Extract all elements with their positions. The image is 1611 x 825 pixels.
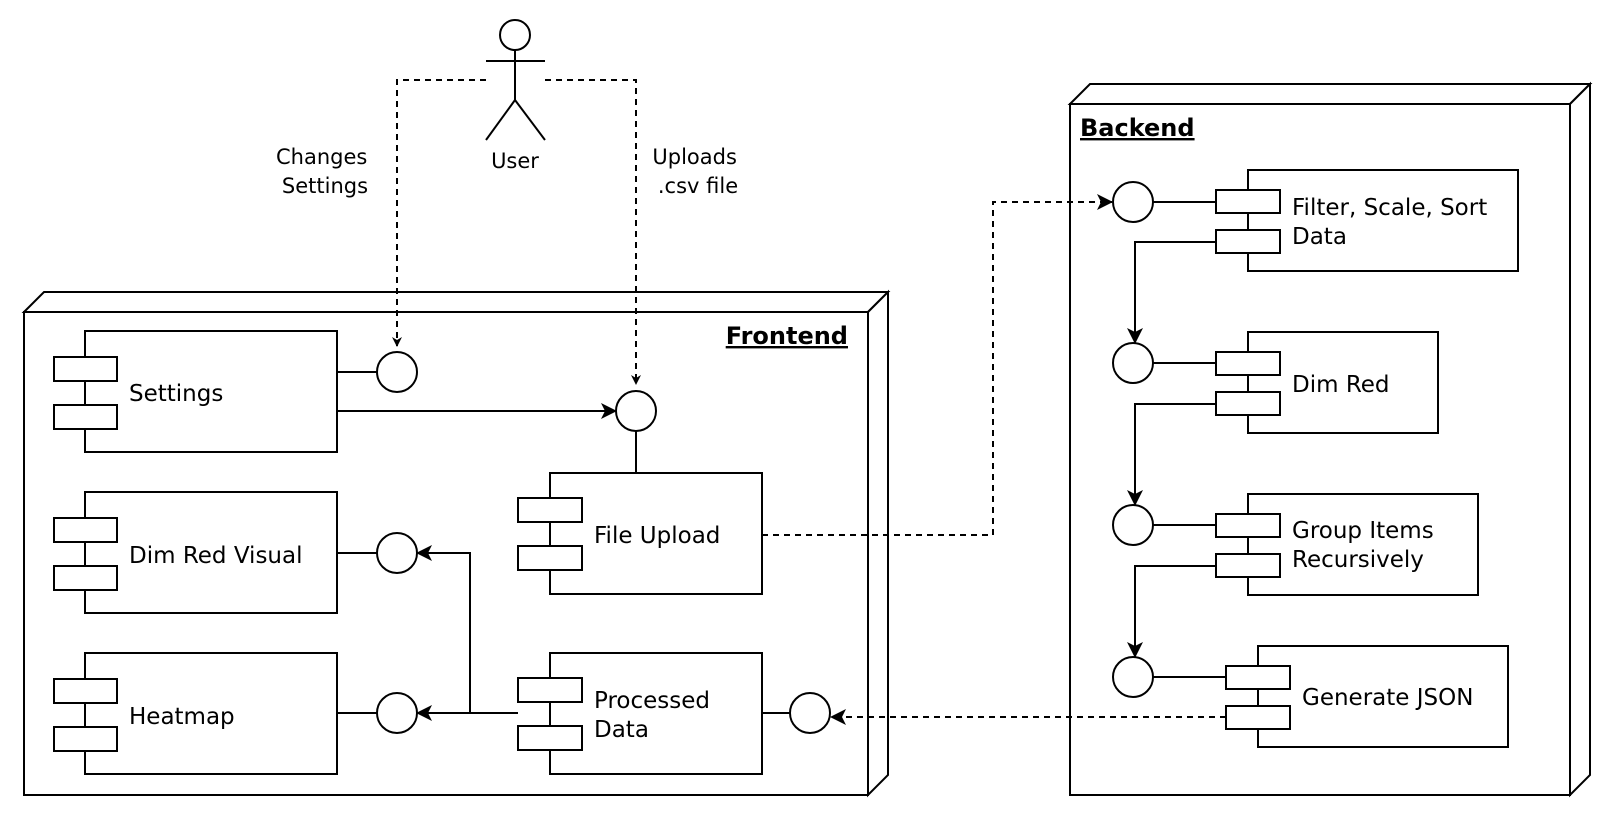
filter-interface <box>1112 181 1154 223</box>
user-label: User <box>491 149 539 173</box>
dim-red-interface <box>1112 342 1154 384</box>
generate-json-component: Generate JSON <box>1225 645 1509 748</box>
settings-interface <box>376 351 418 393</box>
processed-data-interface <box>789 692 831 734</box>
settings-label: Settings <box>129 381 223 407</box>
group-items-label: Group Items Recursively <box>1292 518 1441 573</box>
file-upload-label: File Upload <box>594 523 720 549</box>
group-items-component: Group Items Recursively <box>1215 493 1479 596</box>
user-actor: User <box>485 19 546 173</box>
frontend-arrows <box>337 403 617 721</box>
backend-title: Backend <box>1080 114 1195 142</box>
dim-red-component: Dim Red <box>1215 331 1439 434</box>
dim-red-visual-component: Dim Red Visual <box>53 491 338 614</box>
dim-red-visual-interface <box>376 532 418 574</box>
edge-label-uploads-csv: Uploads .csv file <box>652 145 743 198</box>
cross-node-edges <box>762 194 1226 725</box>
json-interface <box>1112 656 1154 698</box>
heatmap-label: Heatmap <box>129 704 235 730</box>
backend-arrows <box>1127 241 1216 658</box>
processed-data-component: Processed Data <box>517 652 763 775</box>
heatmap-component: Heatmap <box>53 652 338 775</box>
dim-red-visual-label: Dim Red Visual <box>129 543 303 569</box>
filter-scale-sort-component: Filter, Scale, Sort Data <box>1215 169 1519 272</box>
filter-scale-sort-label: Filter, Scale, Sort Data <box>1292 195 1495 250</box>
heatmap-interface <box>376 692 418 734</box>
dim-red-label: Dim Red <box>1292 372 1390 398</box>
edge-label-changes-settings: Changes Settings <box>276 145 374 198</box>
group-interface <box>1112 504 1154 546</box>
file-upload-interface <box>615 390 657 432</box>
user-edges: Changes Settings Uploads .csv file <box>276 79 743 385</box>
generate-json-label: Generate JSON <box>1302 685 1473 711</box>
processed-data-label: Processed Data <box>594 688 717 743</box>
frontend-interfaces <box>337 351 831 734</box>
frontend-title: Frontend <box>726 322 848 350</box>
settings-component: Settings <box>53 330 338 453</box>
file-upload-component: File Upload <box>517 472 763 595</box>
